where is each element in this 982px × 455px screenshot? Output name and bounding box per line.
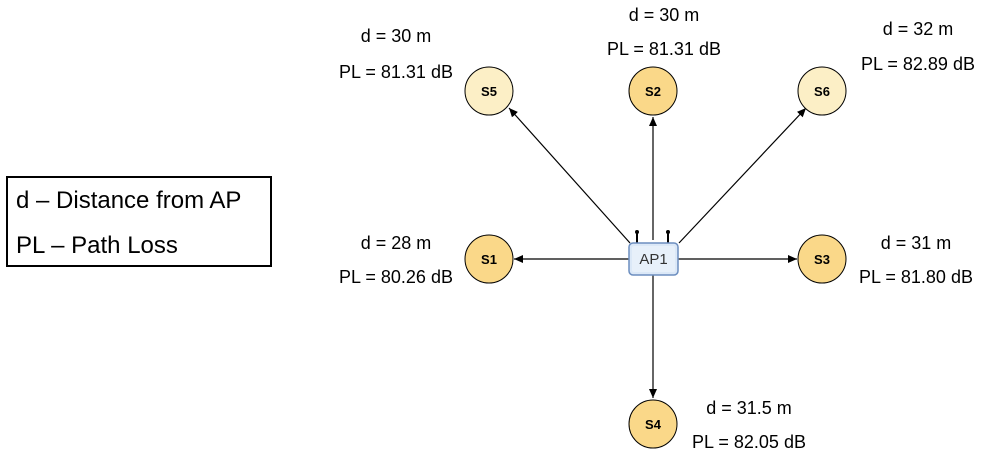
station-s5-distance: d = 30 m [361, 26, 432, 46]
station-s3-node [797, 234, 847, 284]
station-s6-path-loss: PL = 82.89 dB [861, 54, 975, 74]
station-s5: S5 d = 30 m PL = 81.31 dB [339, 26, 514, 116]
station-s4-path-loss: PL = 82.05 dB [692, 432, 806, 452]
station-s4: S4 d = 31.5 m PL = 82.05 dB [628, 398, 806, 452]
station-s6-distance: d = 32 m [883, 19, 954, 39]
station-s5-node [464, 66, 514, 116]
station-s4-distance: d = 31.5 m [706, 398, 792, 418]
legend-path-loss: PL – Path Loss [16, 232, 178, 259]
station-s6-label: S6 [814, 84, 830, 99]
station-s2: S2 d = 30 m PL = 81.31 dB [607, 5, 721, 116]
station-s2-label: S2 [645, 84, 661, 99]
station-s1-node [464, 234, 514, 284]
station-s1-path-loss: PL = 80.26 dB [339, 267, 453, 287]
station-s2-distance: d = 30 m [629, 5, 700, 25]
station-s1-label: S1 [481, 252, 497, 267]
station-s3-distance: d = 31 m [881, 233, 952, 253]
station-s3-label: S3 [814, 252, 830, 267]
station-s2-node [628, 66, 678, 116]
station-s5-path-loss: PL = 81.31 dB [339, 62, 453, 82]
station-s6-node [797, 66, 847, 116]
station-s1-distance: d = 28 m [361, 233, 432, 253]
legend-box: d – Distance from AP PL – Path Loss [6, 176, 272, 267]
antenna-left-tip [635, 230, 639, 234]
ap-label: AP1 [639, 251, 667, 268]
link-ap1-s6 [678, 107, 807, 244]
station-s5-label: S5 [481, 84, 497, 99]
station-s4-node [628, 399, 678, 449]
router-icon [628, 242, 679, 276]
legend-distance: d – Distance from AP [16, 187, 242, 214]
router-inner-panel [632, 246, 675, 272]
link-ap1-s5 [508, 107, 631, 244]
station-s4-label: S4 [645, 417, 662, 432]
station-s3-path-loss: PL = 81.80 dB [859, 267, 973, 287]
station-s6: S6 d = 32 m PL = 82.89 dB [797, 19, 975, 116]
station-s3: S3 d = 31 m PL = 81.80 dB [797, 233, 973, 287]
antenna-right-tip [666, 230, 670, 234]
station-s2-path-loss: PL = 81.31 dB [607, 39, 721, 59]
access-point-ap1: AP1 [628, 230, 679, 276]
station-s1: S1 d = 28 m PL = 80.26 dB [339, 233, 514, 287]
